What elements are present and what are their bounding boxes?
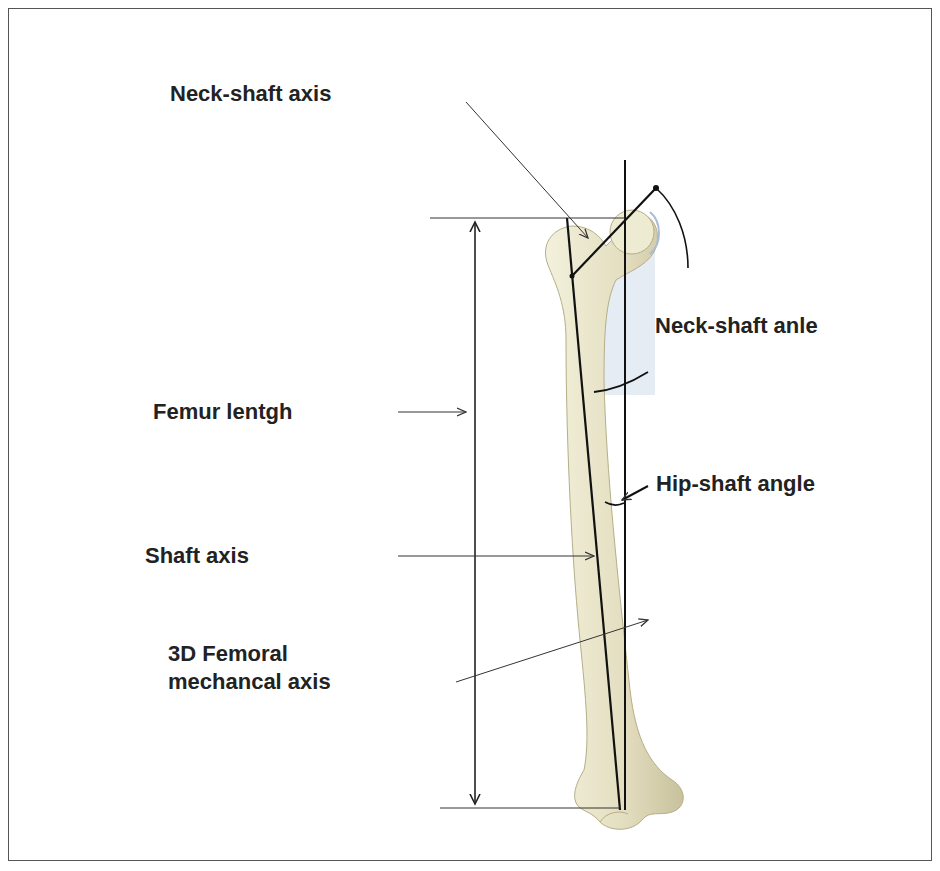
dimension-arrow [474, 222, 476, 804]
frame [9, 9, 932, 861]
dimension-tick [440, 808, 620, 809]
part-label: 3D Femoral mechancal axis [168, 640, 368, 696]
part-label: Shaft axis [145, 542, 249, 570]
angle-arc [605, 502, 624, 505]
axis-point [570, 274, 575, 279]
leader-line [466, 102, 588, 238]
leader-line [398, 556, 594, 557]
part-label: Neck-shaft anle [655, 312, 818, 340]
leader-line [456, 620, 648, 682]
mechanical-axis-line [624, 160, 626, 810]
dimension-tick [430, 218, 625, 219]
angle-arc [656, 188, 688, 268]
leader-line [622, 486, 648, 500]
leader-line [398, 412, 466, 413]
shaft-axis-line [567, 218, 620, 810]
angle-arc [594, 372, 648, 392]
part-label: Neck-shaft axis [170, 80, 331, 108]
neck-axis-line [572, 188, 656, 276]
part-label: Hip-shaft angle [656, 470, 815, 498]
femur-bone [545, 210, 683, 829]
part-label: Femur lentgh [153, 398, 292, 426]
